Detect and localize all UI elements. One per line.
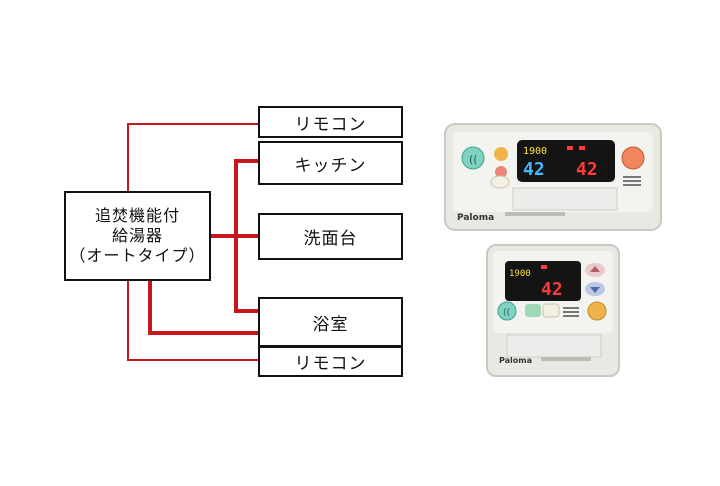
water-heater-box: 追焚機能付 給湯器 （オートタイプ）: [64, 191, 211, 281]
kitchen-oval-button-icon: [490, 175, 510, 189]
node-remote-bottom-label: リモコン: [294, 354, 367, 374]
svg-text:((: ((: [503, 308, 510, 318]
kitchen-remote-controller: (( 1900 42 42 Paloma: [443, 122, 663, 232]
wire-remote-bottom: [127, 281, 260, 361]
kitchen-call-button-icon: [461, 146, 485, 170]
kitchen-power-button-icon: [621, 146, 645, 170]
kitchen-temp-right: 42: [576, 159, 598, 180]
node-kitchen: キッチン: [258, 141, 403, 185]
bath-display: [505, 261, 581, 301]
wire-washroom-branch: [234, 236, 260, 313]
node-bathroom: 浴室: [258, 297, 403, 347]
kitchen-brand-logo: Paloma: [457, 213, 494, 223]
bath-temp: 42: [541, 279, 563, 300]
wire-bathroom-loop: [148, 281, 260, 335]
bath-call-button-icon: [497, 301, 517, 321]
node-remote-bottom: リモコン: [258, 346, 403, 377]
bath-time: 1900: [509, 269, 531, 279]
node-bathroom-label: 浴室: [312, 314, 349, 335]
heater-label-line1: 追焚機能付: [94, 206, 180, 225]
kitchen-display: [517, 140, 615, 182]
kitchen-time: 1900: [523, 146, 547, 157]
bath-remote-controller: 1900 42 (( Paloma: [485, 243, 621, 378]
node-remote-top-label: リモコン: [294, 114, 367, 135]
node-remote-top: リモコン: [258, 106, 403, 138]
node-kitchen-label: キッチン: [294, 155, 367, 176]
kitchen-orange-button-icon: [494, 147, 508, 161]
svg-text:((: ((: [469, 153, 478, 166]
bath-brand-logo: Paloma: [499, 356, 532, 365]
node-washroom-label: 洗面台: [303, 229, 358, 249]
node-washroom: 洗面台: [258, 213, 403, 260]
kitchen-temp-left: 42: [523, 159, 545, 180]
wire-kitchen: [234, 159, 260, 236]
kitchen-red-button-icon: [495, 166, 507, 178]
bath-auto-button-icon: [587, 301, 607, 321]
heater-label-line2: 給湯器: [111, 226, 163, 245]
heater-label-line3: （オートタイプ）: [69, 246, 206, 265]
wire-remote-top: [127, 123, 260, 191]
